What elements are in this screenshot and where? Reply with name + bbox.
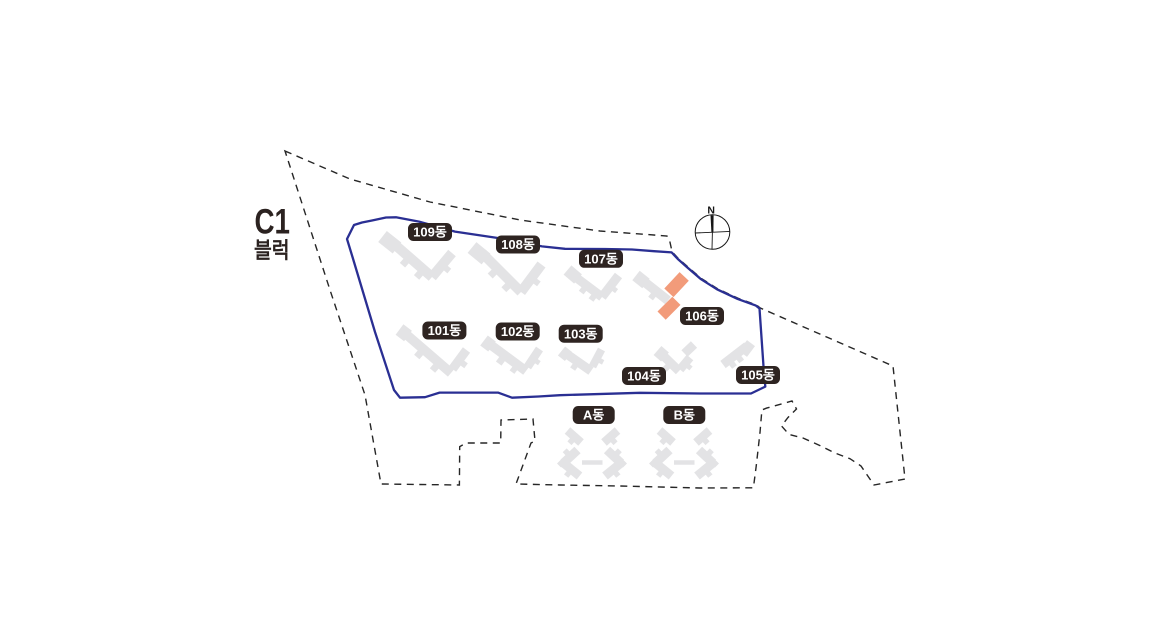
svg-text:B동: B동	[674, 408, 695, 423]
svg-text:107동: 107동	[584, 251, 618, 266]
svg-text:105동: 105동	[741, 368, 775, 383]
svg-text:103동: 103동	[564, 326, 598, 341]
svg-text:C1: C1	[255, 203, 291, 242]
svg-text:A동: A동	[583, 408, 604, 423]
svg-text:104동: 104동	[627, 369, 661, 384]
svg-text:102동: 102동	[501, 324, 535, 339]
svg-text:101동: 101동	[428, 323, 462, 338]
svg-text:N: N	[707, 204, 715, 216]
svg-text:106동: 106동	[685, 309, 719, 324]
svg-text:108동: 108동	[501, 237, 535, 252]
svg-text:109동: 109동	[413, 225, 447, 240]
svg-text:블럭: 블럭	[254, 238, 290, 263]
